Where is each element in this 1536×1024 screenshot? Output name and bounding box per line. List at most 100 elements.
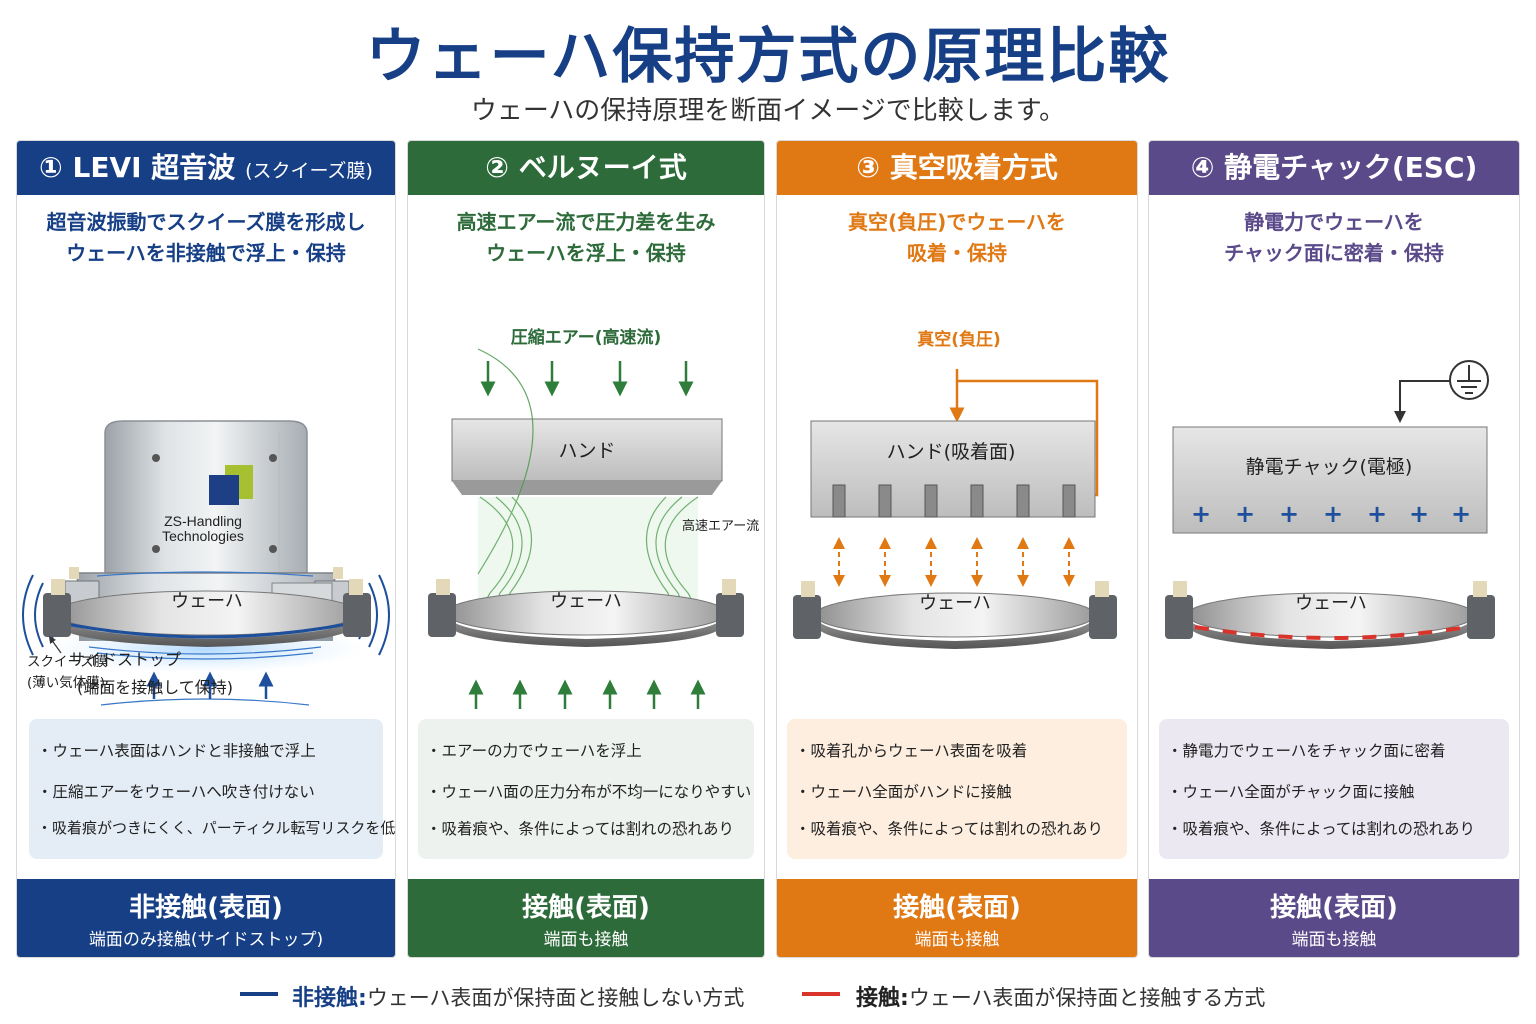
desc-line: ウェーハを浮上・保持 bbox=[486, 241, 686, 265]
side-stop-icon bbox=[1165, 581, 1193, 639]
svg-text:+: + bbox=[1235, 500, 1255, 528]
air-down-arrows bbox=[480, 361, 694, 397]
hand-suction-block: ハンド(吸着面) bbox=[810, 420, 1096, 518]
side-stop-icon bbox=[1089, 581, 1117, 639]
legend-text: ウェーハ表面が保持面と接触する方式 bbox=[908, 986, 1266, 1010]
panel-header: ③ 真空吸着方式 bbox=[777, 141, 1137, 195]
wafer-label: ウェーハ bbox=[1295, 593, 1367, 614]
panel-footer: 接触(表面) 端面も接触 bbox=[777, 879, 1137, 957]
suction-arrows bbox=[833, 537, 1075, 587]
legend-term: 接触: bbox=[856, 986, 909, 1011]
note-item: ・吸着孔からウェーハ表面を吸着 bbox=[795, 742, 1028, 760]
desc-line: 超音波振動でスクイーズ膜を形成し bbox=[46, 210, 366, 234]
note-item: ・ウェーハ面の圧力分布が不均一になりやすい bbox=[426, 783, 752, 801]
footer-main: 接触(表面) bbox=[1270, 893, 1398, 923]
panel-footer: 接触(表面) 端面も接触 bbox=[1149, 879, 1519, 957]
flow-label: 高速エアー流 bbox=[682, 519, 760, 534]
panel-bernoulli: ② ベルヌーイ式 高速エアー流で圧力差を生み ウェーハを浮上・保持 圧縮エアー(… bbox=[407, 140, 765, 958]
panel-description: 静電力でウェーハを チャック面に密着・保持 bbox=[1149, 207, 1519, 269]
note-item: ・ウェーハ表面はハンドと非接触で浮上 bbox=[37, 742, 316, 760]
side-stop-icon bbox=[428, 579, 456, 637]
squeeze-film-lines bbox=[88, 646, 322, 706]
footer-main: 接触(表面) bbox=[522, 893, 650, 923]
panel-header-label: ④ 静電チャック(ESC) bbox=[1190, 151, 1478, 184]
side-stop-label: (端面を接触して保持) bbox=[77, 678, 233, 697]
logo-text: Technologies bbox=[162, 528, 244, 544]
legend-term: 非接触: bbox=[292, 986, 367, 1011]
svg-text:+: + bbox=[1323, 500, 1343, 528]
air-up-arrows bbox=[468, 679, 706, 709]
wafer-label: ウェーハ bbox=[171, 591, 243, 612]
hand-label: ハンド bbox=[558, 440, 615, 462]
note-item: ・エアーの力でウェーハを浮上 bbox=[426, 742, 642, 760]
panel-esc: ④ 静電チャック(ESC) 静電力でウェーハを チャック面に密着・保持 静電チャ… bbox=[1148, 140, 1520, 958]
panel-header-label: ① LEVI 超音波 bbox=[39, 151, 236, 184]
svg-text:+: + bbox=[1367, 500, 1387, 528]
legend-noncontact-swatch bbox=[240, 992, 278, 996]
note-item: ・圧縮エアーをウェーハへ吹き付けない bbox=[37, 783, 315, 801]
desc-line: 高速エアー流で圧力差を生み bbox=[456, 210, 716, 234]
notes-box: ・静電力でウェーハをチャック面に密着 ・ウェーハ全面がチャック面に接触 ・吸着痕… bbox=[1159, 719, 1509, 859]
lift-arrows bbox=[146, 671, 274, 699]
panel-header-label: ③ 真空吸着方式 bbox=[856, 151, 1058, 184]
footer-sub: 端面も接触 bbox=[914, 930, 1000, 950]
panel-header-label: ② ベルヌーイ式 bbox=[485, 151, 687, 184]
svg-text:+: + bbox=[1279, 500, 1299, 528]
air-label: 圧縮エアー(高速流) bbox=[511, 327, 662, 348]
suction-holes bbox=[832, 484, 1076, 518]
levi-wafer: ウェーハ サイドストップ (端面を接触して保持) bbox=[43, 571, 371, 697]
notes-box: ・エアーの力でウェーハを浮上 ・ウェーハ面の圧力分布が不均一になりやすい ・吸着… bbox=[418, 719, 754, 859]
desc-line: チャック面に密着・保持 bbox=[1224, 241, 1444, 265]
electrostatic-chuck: 静電チャック(電極) + + + + + + + bbox=[1172, 426, 1488, 534]
panel-description: 真空(負圧)でウェーハを 吸着・保持 bbox=[777, 207, 1137, 269]
notes-box: ・吸着孔からウェーハ表面を吸着 ・ウェーハ全面がハンドに接触 ・吸着痕や、条件に… bbox=[787, 719, 1127, 859]
desc-line: 真空(負圧)でウェーハを bbox=[848, 210, 1066, 234]
desc-line: 吸着・保持 bbox=[907, 241, 1007, 265]
panel-vacuum: ③ 真空吸着方式 真空(負圧)でウェーハを 吸着・保持 真空(負圧) ハンド(吸… bbox=[776, 140, 1138, 958]
panel-header-sub: (スクイーズ膜) bbox=[245, 160, 373, 182]
note-item: ・ウェーハ全面がチャック面に接触 bbox=[1167, 783, 1415, 801]
panel-header: ② ベルヌーイ式 bbox=[408, 141, 764, 195]
legend-contact-swatch bbox=[802, 992, 840, 996]
panel-header: ① LEVI 超音波 (スクイーズ膜) bbox=[17, 141, 395, 195]
note-item: ・吸着痕や、条件によっては割れの恐れあり bbox=[426, 820, 734, 838]
hand-block: ハンド bbox=[451, 418, 723, 495]
desc-line: 静電力でウェーハを bbox=[1244, 210, 1424, 234]
side-stop-icon bbox=[343, 579, 371, 637]
side-stop-icon bbox=[43, 579, 71, 637]
bernoulli-wafer: ウェーハ bbox=[428, 579, 744, 709]
hand-label: ハンド(吸着面) bbox=[887, 441, 1016, 463]
panel-footer: 非接触(表面) 端面のみ接触(サイドストップ) bbox=[17, 879, 395, 957]
desc-line: ウェーハを非接触で浮上・保持 bbox=[66, 241, 346, 265]
contact-line bbox=[1194, 625, 1468, 640]
film-label: スクイーズ膜 bbox=[27, 654, 107, 670]
side-stop-icon bbox=[1467, 581, 1495, 639]
legend-contact: 接触:ウェーハ表面が保持面と接触する方式 bbox=[856, 980, 1265, 1012]
panel-description: 超音波振動でスクイーズ膜を形成し ウェーハを非接触で浮上・保持 bbox=[17, 207, 395, 269]
note-item: ・吸着痕がつきにくく、パーティクル転写リスクを低減 bbox=[37, 819, 396, 837]
vacuum-wafer: ウェーハ bbox=[793, 581, 1117, 649]
footer-sub: 端面も接触 bbox=[1291, 930, 1377, 950]
footer-sub: 端面のみ接触(サイドストップ) bbox=[88, 930, 324, 950]
note-item: ・静電力でウェーハをチャック面に密着 bbox=[1167, 742, 1446, 760]
svg-text:+: + bbox=[1451, 500, 1471, 528]
positive-charge-icons: + + + + + + + bbox=[1191, 500, 1471, 528]
footer-main: 接触(表面) bbox=[893, 893, 1021, 923]
vacuum-label: 真空(負圧) bbox=[917, 329, 1001, 350]
notes-box: ・ウェーハ表面はハンドと非接触で浮上 ・圧縮エアーをウェーハへ吹き付けない ・吸… bbox=[29, 719, 395, 859]
side-stop-label: サイドストップ bbox=[69, 650, 181, 669]
legend-text: ウェーハ表面が保持面と接触しない方式 bbox=[366, 986, 745, 1010]
page-subtitle: ウェーハの保持原理を断面イメージで比較します。 bbox=[470, 96, 1066, 126]
noncontact-line bbox=[60, 621, 354, 639]
esc-wafer: ウェーハ bbox=[1165, 581, 1495, 649]
vacuum-figure: 真空(負圧) ハンド(吸着面) bbox=[810, 329, 1099, 587]
chuck-label: 静電チャック(電極) bbox=[1246, 456, 1413, 478]
legend-noncontact: 非接触:ウェーハ表面が保持面と接触しない方式 bbox=[292, 980, 744, 1012]
svg-text:+: + bbox=[1191, 500, 1211, 528]
wafer-label: ウェーハ bbox=[550, 591, 622, 612]
side-stop-icon bbox=[716, 579, 744, 637]
footer-sub: 端面も接触 bbox=[543, 930, 629, 950]
svg-text:+: + bbox=[1409, 500, 1429, 528]
panel-footer: 接触(表面) 端面も接触 bbox=[408, 879, 764, 957]
film-label: (薄い気体膜) bbox=[27, 675, 105, 691]
